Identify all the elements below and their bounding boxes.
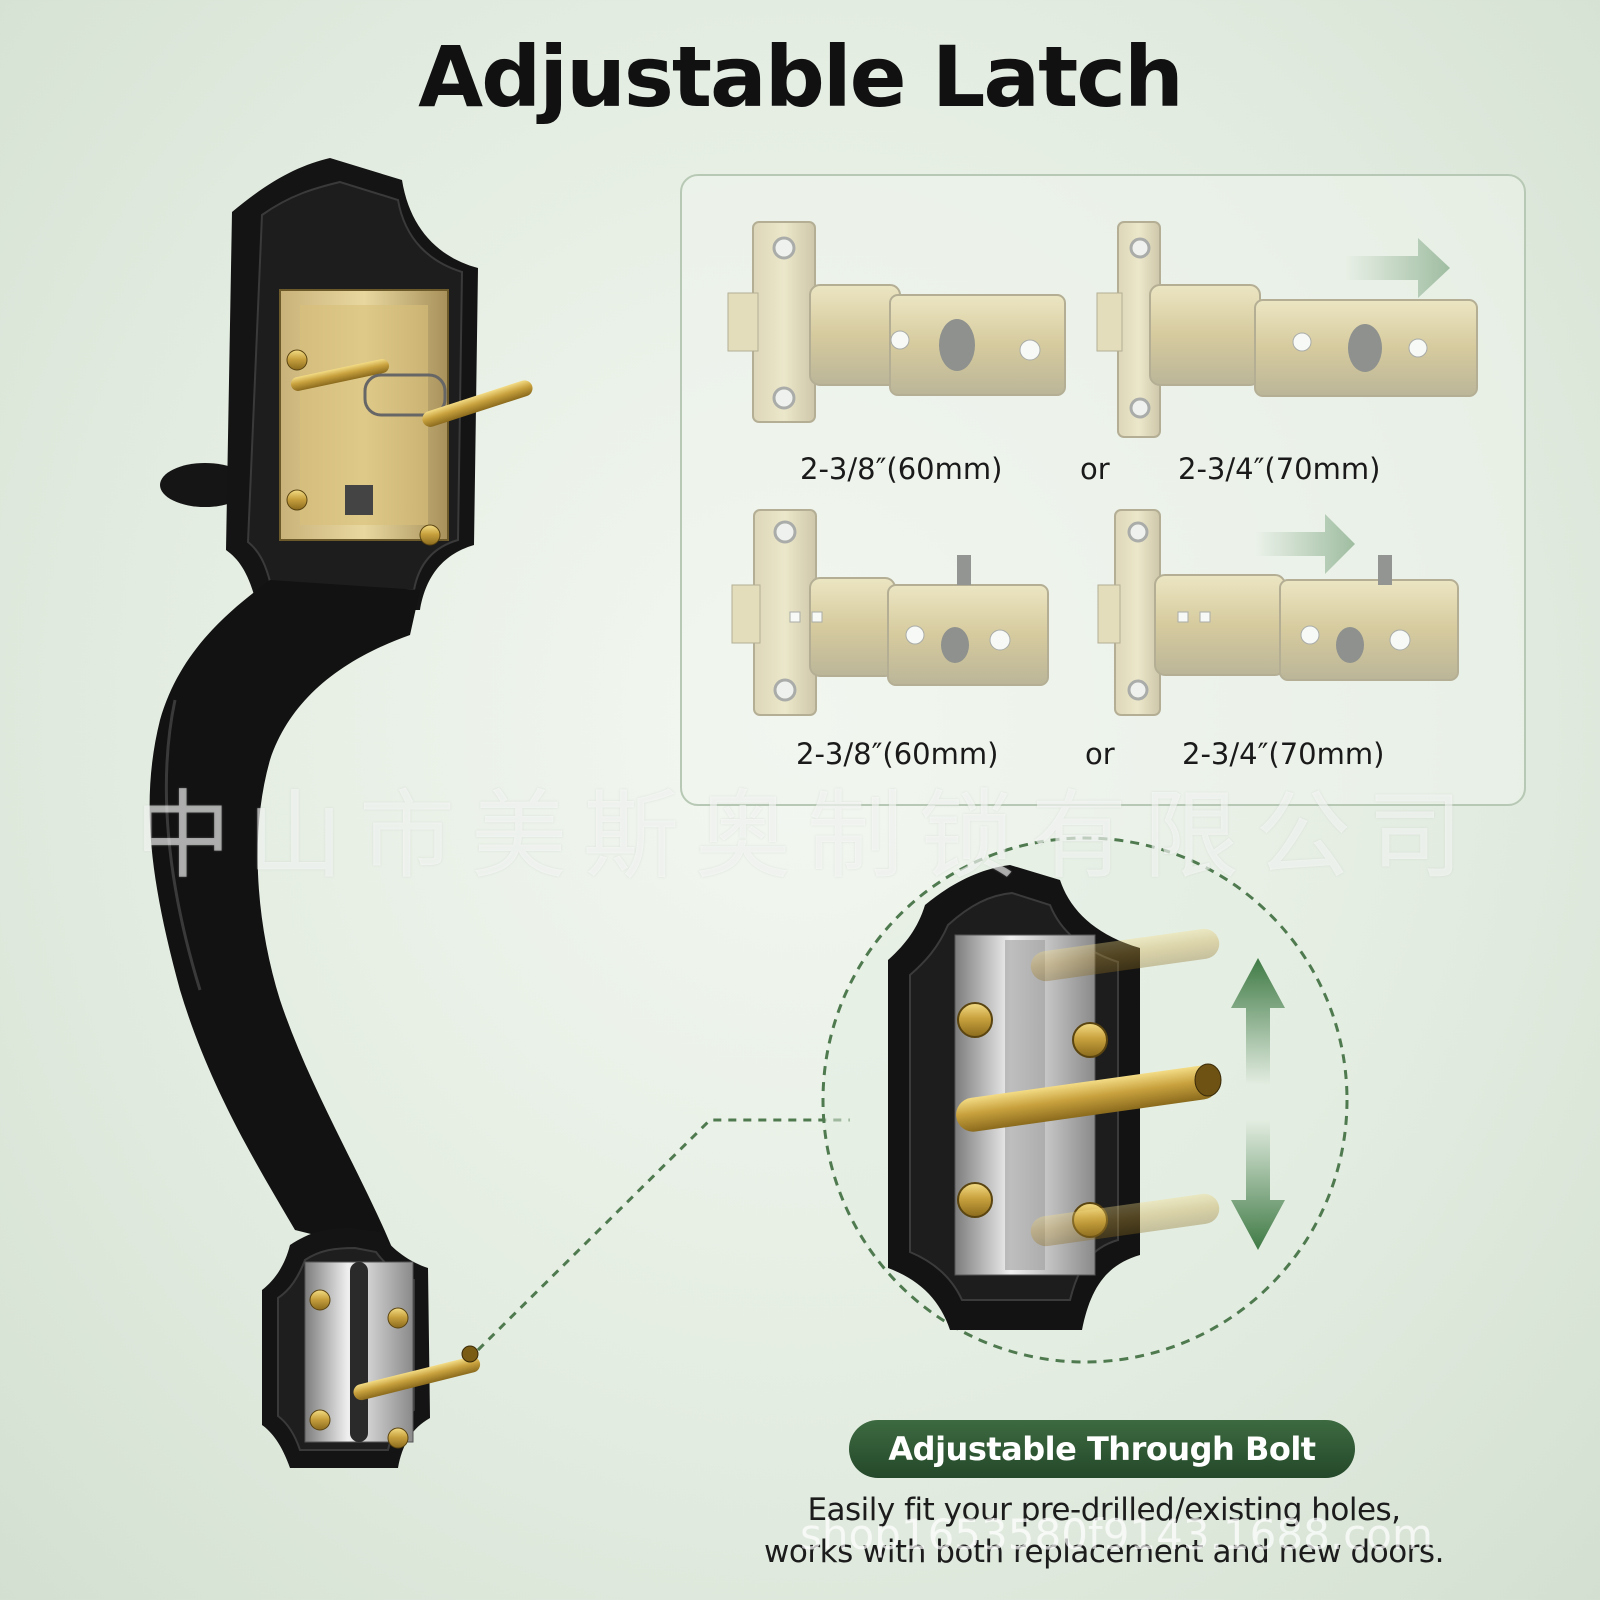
feature-badge: Adjustable Through Bolt <box>849 1420 1355 1478</box>
page-title: Adjustable Latch <box>418 28 1184 126</box>
latch-separator-or: or <box>1080 452 1110 486</box>
zoom-connector-line <box>476 1118 850 1352</box>
through-bolt-zoom <box>821 836 1349 1364</box>
latch-options-panel <box>680 174 1526 806</box>
feature-description-line1: Easily fit your pre-drilled/existing hol… <box>807 1492 1401 1528</box>
feature-description-line2: works with both replacement and new door… <box>764 1534 1444 1570</box>
latch-label-60mm: 2-3/8″(60mm) <box>796 737 999 771</box>
latch-label-70mm: 2-3/4″(70mm) <box>1178 452 1381 486</box>
watermark-url: shop1653580f9143.1688.com <box>800 1510 1433 1559</box>
watermark-company: 中山市美斯奥制锁有限公司 <box>135 780 1479 892</box>
latch-label-70mm: 2-3/4″(70mm) <box>1182 737 1385 771</box>
latch-separator-or: or <box>1085 737 1115 771</box>
latch-label-60mm: 2-3/8″(60mm) <box>800 452 1003 486</box>
handleset-illustration <box>149 158 533 1468</box>
